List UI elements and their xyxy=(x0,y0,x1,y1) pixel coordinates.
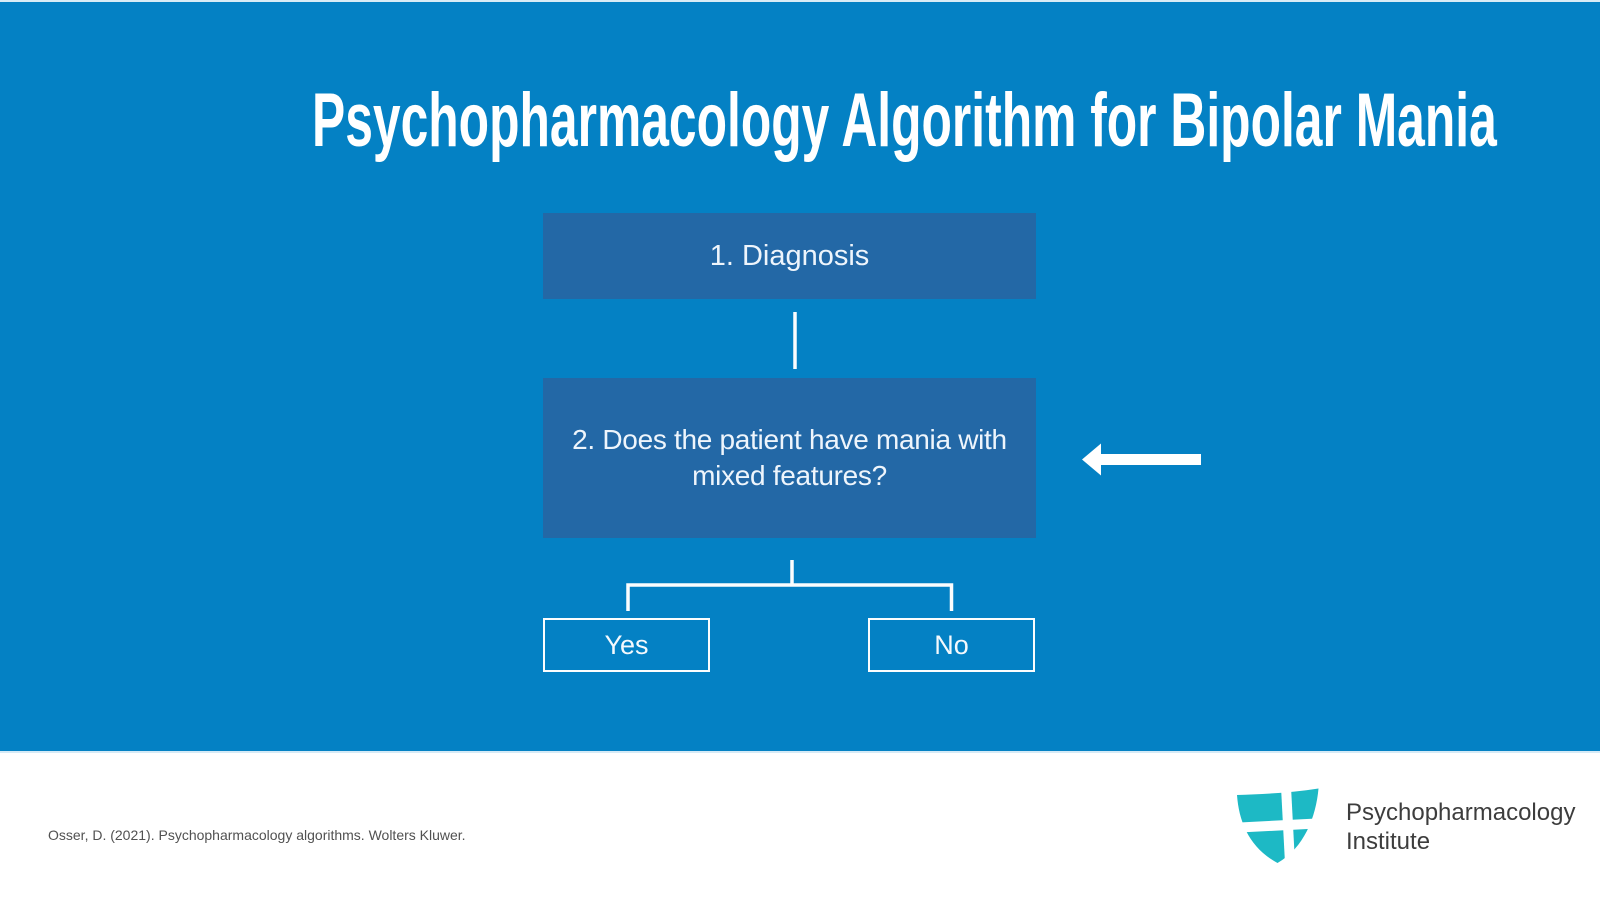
logo-text-line2: Institute xyxy=(1346,828,1431,855)
logo-text: Psychopharmacology Institute xyxy=(1346,787,1575,856)
yes-box: Yes xyxy=(543,618,710,672)
no-label: No xyxy=(934,629,969,660)
logo-text-line1: Psychopharmacology xyxy=(1346,799,1576,826)
shield-icon xyxy=(1237,787,1319,865)
no-box: No xyxy=(868,618,1035,672)
node-diagnosis-label: 1. Diagnosis xyxy=(709,239,870,272)
flowchart-node-diagnosis: 1. Diagnosis xyxy=(543,213,1036,299)
flowchart-node-mixed-features-question: 2. Does the patient have mania with mixe… xyxy=(543,378,1036,538)
slide-top-border xyxy=(0,0,1600,2)
node-question-label: 2. Does the patient have mania with mixe… xyxy=(572,424,1007,491)
psychopharmacology-institute-logo: Psychopharmacology Institute xyxy=(1237,787,1575,865)
left-arrow-icon xyxy=(1082,443,1201,476)
slide-title-text: Psychopharmacology Algorithm for Bipolar… xyxy=(312,78,1497,163)
citation-text: Osser, D. (2021). Psychopharmacology alg… xyxy=(48,827,466,843)
yes-label: Yes xyxy=(604,629,649,660)
connector-branch xyxy=(626,583,954,611)
footer-bar: Osser, D. (2021). Psychopharmacology alg… xyxy=(0,751,1600,899)
slide-title: Psychopharmacology Algorithm for Bipolar… xyxy=(0,66,1600,176)
